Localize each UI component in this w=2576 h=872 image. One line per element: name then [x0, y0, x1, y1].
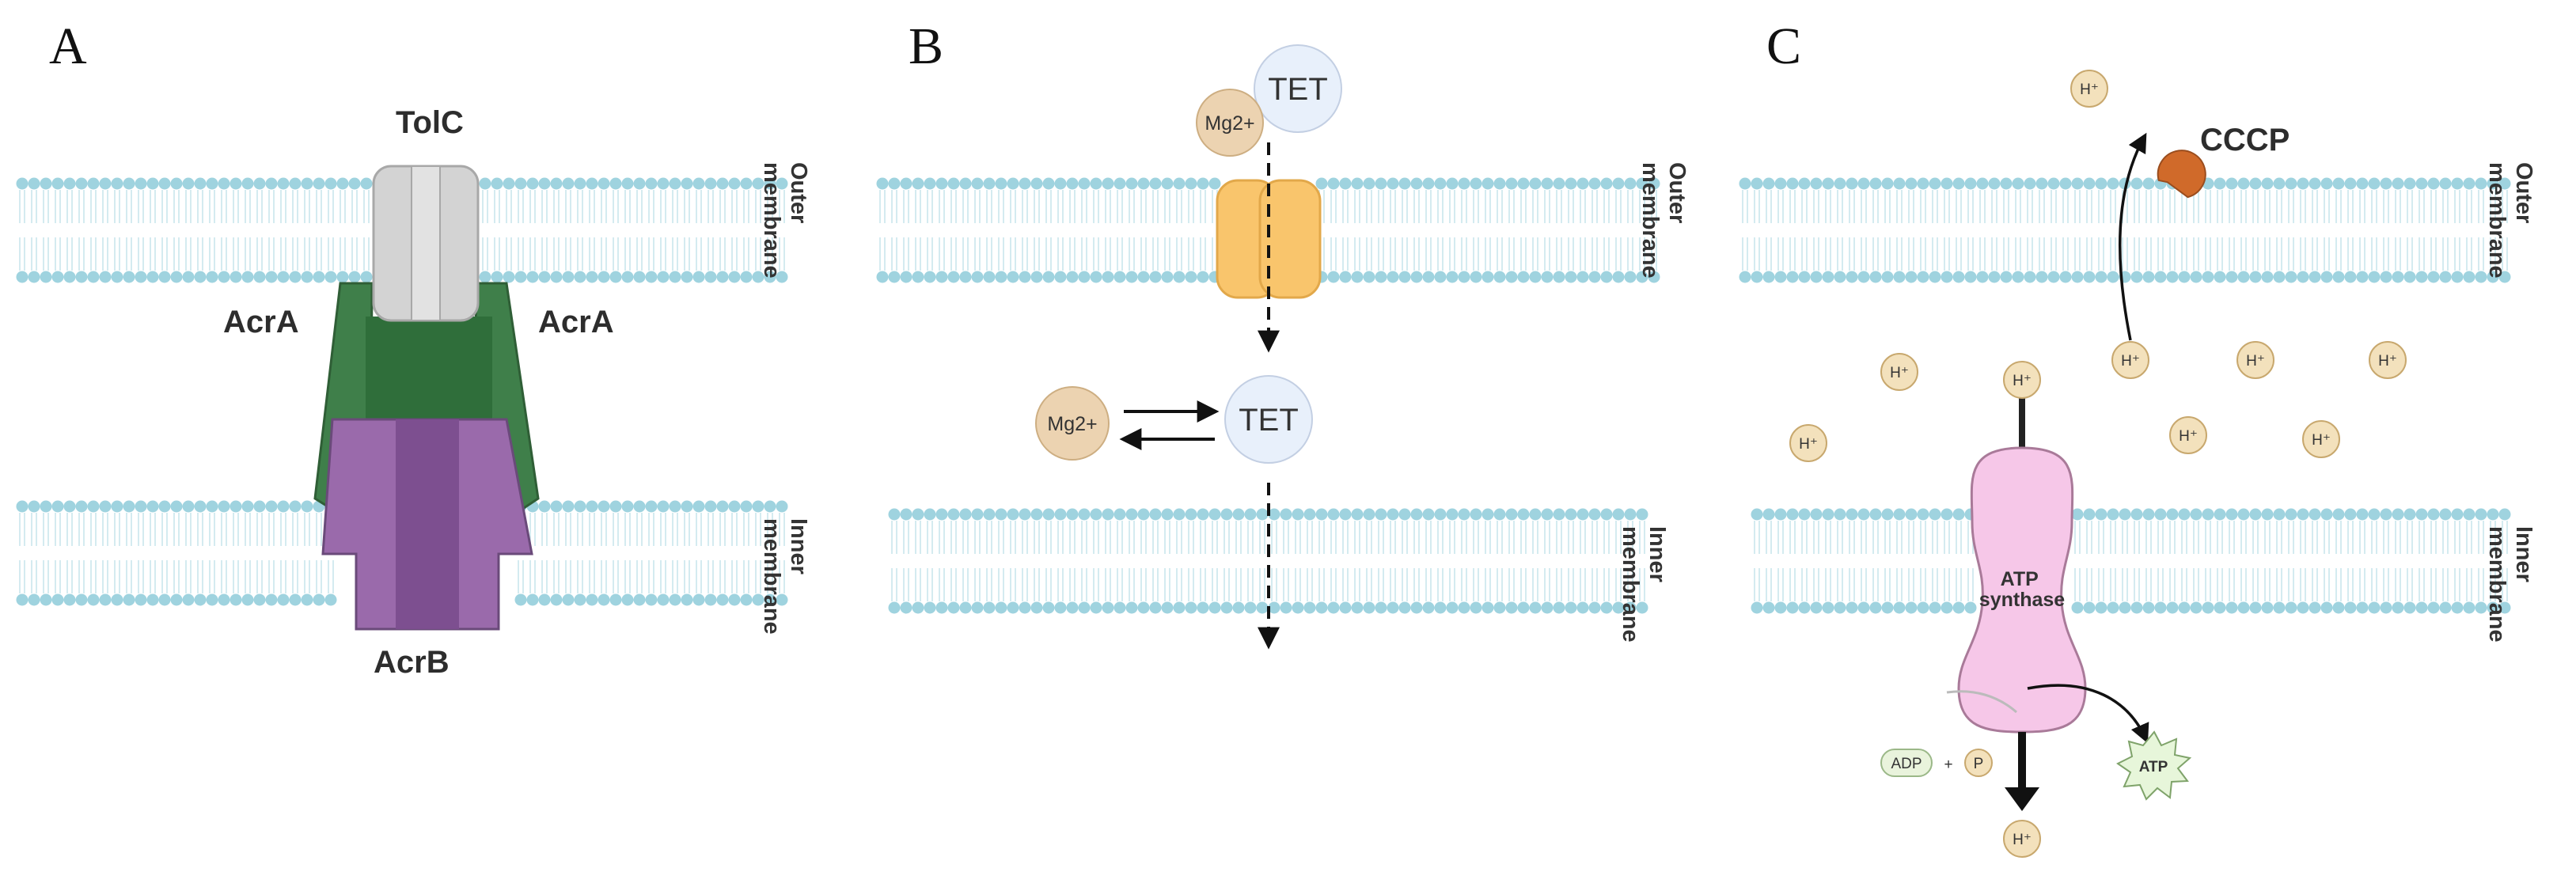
plus-label: + — [1944, 756, 1952, 773]
proton-ion: H⁺ — [2169, 416, 2207, 454]
membranes-layer — [16, 177, 2511, 614]
inner-word: Inner — [1645, 526, 1670, 582]
acra-left-label: AcrA — [223, 305, 299, 339]
proton-ion: H⁺ — [1880, 353, 1918, 391]
adp-label: ADP — [1891, 756, 1922, 772]
synthase-word: synthase — [1979, 589, 2065, 611]
cccp-molecule — [2157, 150, 2206, 199]
phosphate-molecule — [1964, 749, 1993, 777]
panel-c-outer-membrane-label: Outer membrane — [2484, 162, 2536, 279]
membrane-word: membrane — [2484, 162, 2510, 279]
panel-b: B TET Mg2+ Mg2+ TET Outer membrane Inner… — [909, 17, 1690, 650]
proton-label: H⁺ — [2179, 428, 2198, 445]
proton-label: H⁺ — [2121, 353, 2140, 370]
proton-label: H⁺ — [1890, 365, 1909, 381]
lipid-bilayer — [16, 500, 788, 606]
tolc-label: TolC — [396, 105, 464, 140]
lipid-bilayer — [888, 508, 1648, 614]
atp-synthase-label: ATP synthase — [1979, 568, 2065, 611]
outer-word: Outer — [2511, 162, 2536, 223]
proton-ion: H⁺ — [2302, 420, 2340, 458]
adp-input-arrow — [1946, 690, 2017, 714]
panel-a-letter: A — [49, 17, 87, 75]
tet-mid-label: TET — [1239, 403, 1299, 438]
panel-b-letter: B — [909, 17, 943, 75]
panel-b-outer-membrane-label: Outer membrane — [1637, 162, 1690, 279]
panel-c-inner-membrane-label: Inner membrane — [2484, 526, 2536, 643]
proton-label: H⁺ — [2246, 353, 2265, 370]
membrane-word: membrane — [759, 162, 784, 279]
tolc-protein — [372, 165, 480, 322]
acra-core — [366, 317, 492, 427]
atp-molecule — [2116, 730, 2192, 801]
proton-ion: H⁺ — [2003, 820, 2041, 858]
protons-layer: H⁺ H⁺ H⁺ H⁺ H⁺ H⁺ H⁺ H⁺ H⁺ H⁺ — [1789, 70, 2407, 858]
proton-ion: H⁺ — [2236, 341, 2274, 379]
proton-label: H⁺ — [2013, 832, 2032, 848]
proton-label: H⁺ — [2080, 82, 2099, 98]
panel-a-outer-membrane-label: Outer membrane — [759, 162, 811, 279]
tet-molecule-top — [1254, 44, 1342, 133]
panel-a: A TolC AcrA AcrA AcrB Outer membrane Inn… — [49, 17, 811, 680]
acra-right-label: AcrA — [538, 305, 614, 339]
lipid-bilayer — [1751, 508, 2511, 614]
proton-label: H⁺ — [2013, 373, 2032, 389]
atp-word: ATP — [2001, 568, 2039, 590]
proton-ion: H⁺ — [2070, 70, 2108, 108]
panel-b-inner-membrane-label: Inner membrane — [1618, 526, 1670, 643]
outer-word: Outer — [1664, 162, 1690, 223]
proton-ion: H⁺ — [1789, 424, 1827, 462]
tet-top-label: TET — [1268, 72, 1328, 107]
panel-c-letter: C — [1766, 17, 1801, 75]
proton-label: H⁺ — [1799, 436, 1818, 453]
outer-word: Outer — [786, 162, 811, 223]
membrane-word: membrane — [759, 518, 784, 635]
lipid-bilayer — [1739, 177, 2511, 283]
atp-label: ATP — [2139, 759, 2168, 775]
mg-ion-mid — [1035, 386, 1110, 461]
panel-a-inner-membrane-label: Inner membrane — [759, 518, 811, 635]
cccp-label: CCCP — [2200, 123, 2290, 157]
proton-ion: H⁺ — [2003, 361, 2041, 399]
membrane-word: membrane — [2484, 526, 2510, 643]
proton-ion: H⁺ — [2369, 341, 2407, 379]
membrane-word: membrane — [1618, 526, 1643, 643]
proton-flow-arrowhead — [2005, 787, 2039, 811]
inner-word: Inner — [786, 518, 811, 574]
lipid-bilayer — [876, 177, 1660, 283]
mg-mid-label: Mg2+ — [1047, 413, 1097, 435]
inner-word: Inner — [2511, 526, 2536, 582]
atp-output-arrow — [2027, 684, 2149, 744]
acrb-protein — [321, 418, 533, 631]
p-label: P — [1974, 756, 1984, 772]
proton-leak-arrow — [2118, 132, 2147, 341]
porin-channel — [1216, 179, 1322, 299]
proton-ion: H⁺ — [2111, 341, 2149, 379]
proton-label: H⁺ — [2312, 432, 2331, 449]
tet-molecule-mid — [1224, 375, 1313, 464]
acrb-label: AcrB — [374, 645, 450, 680]
mg-ion-top — [1196, 89, 1264, 157]
lipid-bilayer — [16, 177, 788, 283]
adp-molecule — [1880, 749, 1933, 777]
mg-top-label: Mg2+ — [1205, 112, 1254, 135]
proton-label: H⁺ — [2378, 353, 2397, 370]
membrane-word: membrane — [1637, 162, 1663, 279]
panel-c: C CCCP ATP synthase ADP + P ATP H⁺H⁺H⁺H⁺… — [1766, 17, 2536, 858]
